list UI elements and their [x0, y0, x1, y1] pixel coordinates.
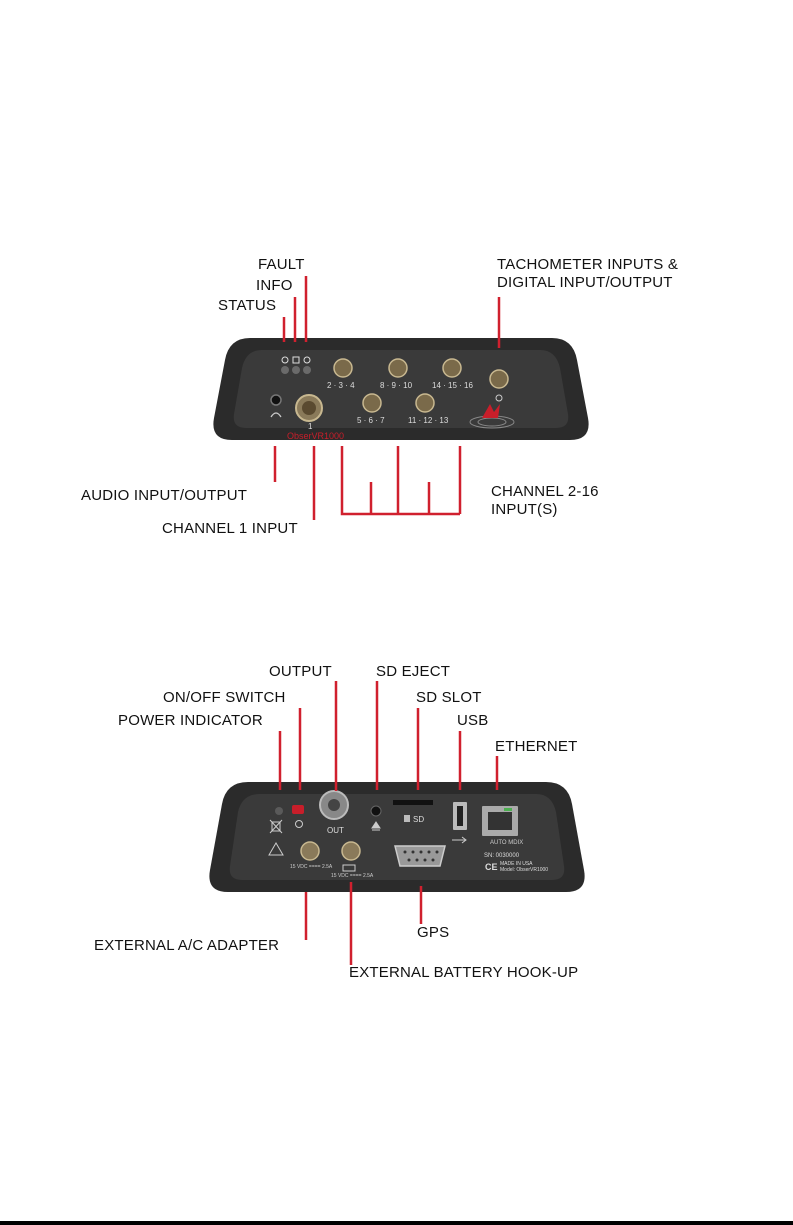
made-in: MADE IN USA — [500, 861, 533, 867]
on-off-switch — [292, 805, 304, 814]
headphone-icon — [270, 412, 282, 418]
auto-mdix: AUTO MDIX — [490, 840, 524, 846]
power-circle-icon — [281, 356, 289, 364]
connector-2-3-4 — [333, 358, 353, 378]
info-led — [292, 366, 300, 374]
status-led — [281, 366, 289, 374]
fault-label: FAULT — [258, 256, 305, 273]
power-indicator-led — [275, 807, 283, 815]
weee-bin-icon — [269, 819, 283, 834]
sd-label: SD — [413, 815, 425, 824]
usb-symbol-icon — [452, 836, 467, 844]
sd-slot-label: SD SLOT — [416, 689, 482, 706]
connector-11-12-13 — [415, 393, 435, 413]
power-icon — [295, 820, 303, 828]
sd-eject-button — [370, 805, 382, 817]
tachometer-connector — [489, 369, 509, 389]
connector-5-6-7 — [362, 393, 382, 413]
battery-jack — [341, 841, 361, 861]
connector-label-11-12-13: 11 · 12 · 13 — [408, 416, 449, 425]
gps-db9-connector — [394, 845, 446, 867]
sd-card-icon — [404, 815, 410, 822]
sd-eject-label: SD EJECT — [376, 663, 451, 680]
gps-label: GPS — [417, 924, 450, 941]
vr-logo-icon — [469, 404, 515, 429]
ce-mark-icon: CE — [485, 862, 498, 872]
fault-led — [303, 366, 311, 374]
connector-label-14-15-16: 14 · 15 · 16 — [432, 381, 473, 390]
eject-icon — [371, 821, 381, 831]
connector-label-8-9-10: 8 · 9 · 10 — [380, 381, 413, 390]
output-label: OUTPUT — [269, 663, 332, 680]
on-off-label: ON/OFF SWITCH — [163, 689, 286, 706]
ac-adapter-jack — [300, 841, 320, 861]
connector-8-9-10 — [388, 358, 408, 378]
channel-connectors — [333, 358, 509, 413]
channel1-number: 1 — [308, 422, 313, 431]
bottom-rule — [0, 1221, 793, 1225]
channel216-label: CHANNEL 2-16 INPUT(S) — [491, 483, 599, 518]
ext-battery-label: EXTERNAL BATTERY HOOK-UP — [349, 964, 579, 981]
tach-symbol-icon — [495, 394, 503, 402]
status-leds — [281, 356, 311, 374]
sd-slot — [393, 800, 433, 805]
check-box-icon — [292, 356, 300, 364]
tachometer-label: TACHOMETER INPUTS & DIGITAL INPUT/OUTPUT — [497, 256, 679, 291]
info-circle-icon — [303, 356, 311, 364]
audio-jack — [270, 394, 282, 406]
serial-number: SN: 0030000 — [484, 853, 520, 859]
model-line: Model: ObserVR1000 — [500, 867, 549, 873]
audio-label: AUDIO INPUT/OUTPUT — [81, 487, 248, 504]
channel1-label: CHANNEL 1 INPUT — [162, 520, 298, 537]
out-label: OUT — [327, 826, 344, 835]
ac-rating: 15 VDC ==== 2.5A — [290, 864, 333, 870]
status-label: STATUS — [218, 297, 277, 314]
connector-14-15-16 — [442, 358, 462, 378]
rear-leader-lines — [278, 681, 499, 965]
warning-triangle-icon — [268, 842, 284, 856]
ext-ac-label: EXTERNAL A/C ADAPTER — [94, 937, 280, 954]
info-label: INFO — [256, 277, 293, 294]
power-indicator-label: POWER INDICATOR — [118, 712, 263, 729]
battery-icon — [342, 864, 356, 872]
usb-label: USB — [457, 712, 489, 729]
connector-label-5-6-7: 5 · 6 · 7 — [357, 416, 385, 425]
ethernet-label: ETHERNET — [495, 738, 578, 755]
connector-label-2-3-4: 2 · 3 · 4 — [327, 381, 355, 390]
front-leader-lines — [273, 276, 501, 520]
battery-rating: 15 VDC ==== 2.5A — [331, 873, 374, 879]
model-name: ObserVR1000 — [287, 431, 345, 441]
